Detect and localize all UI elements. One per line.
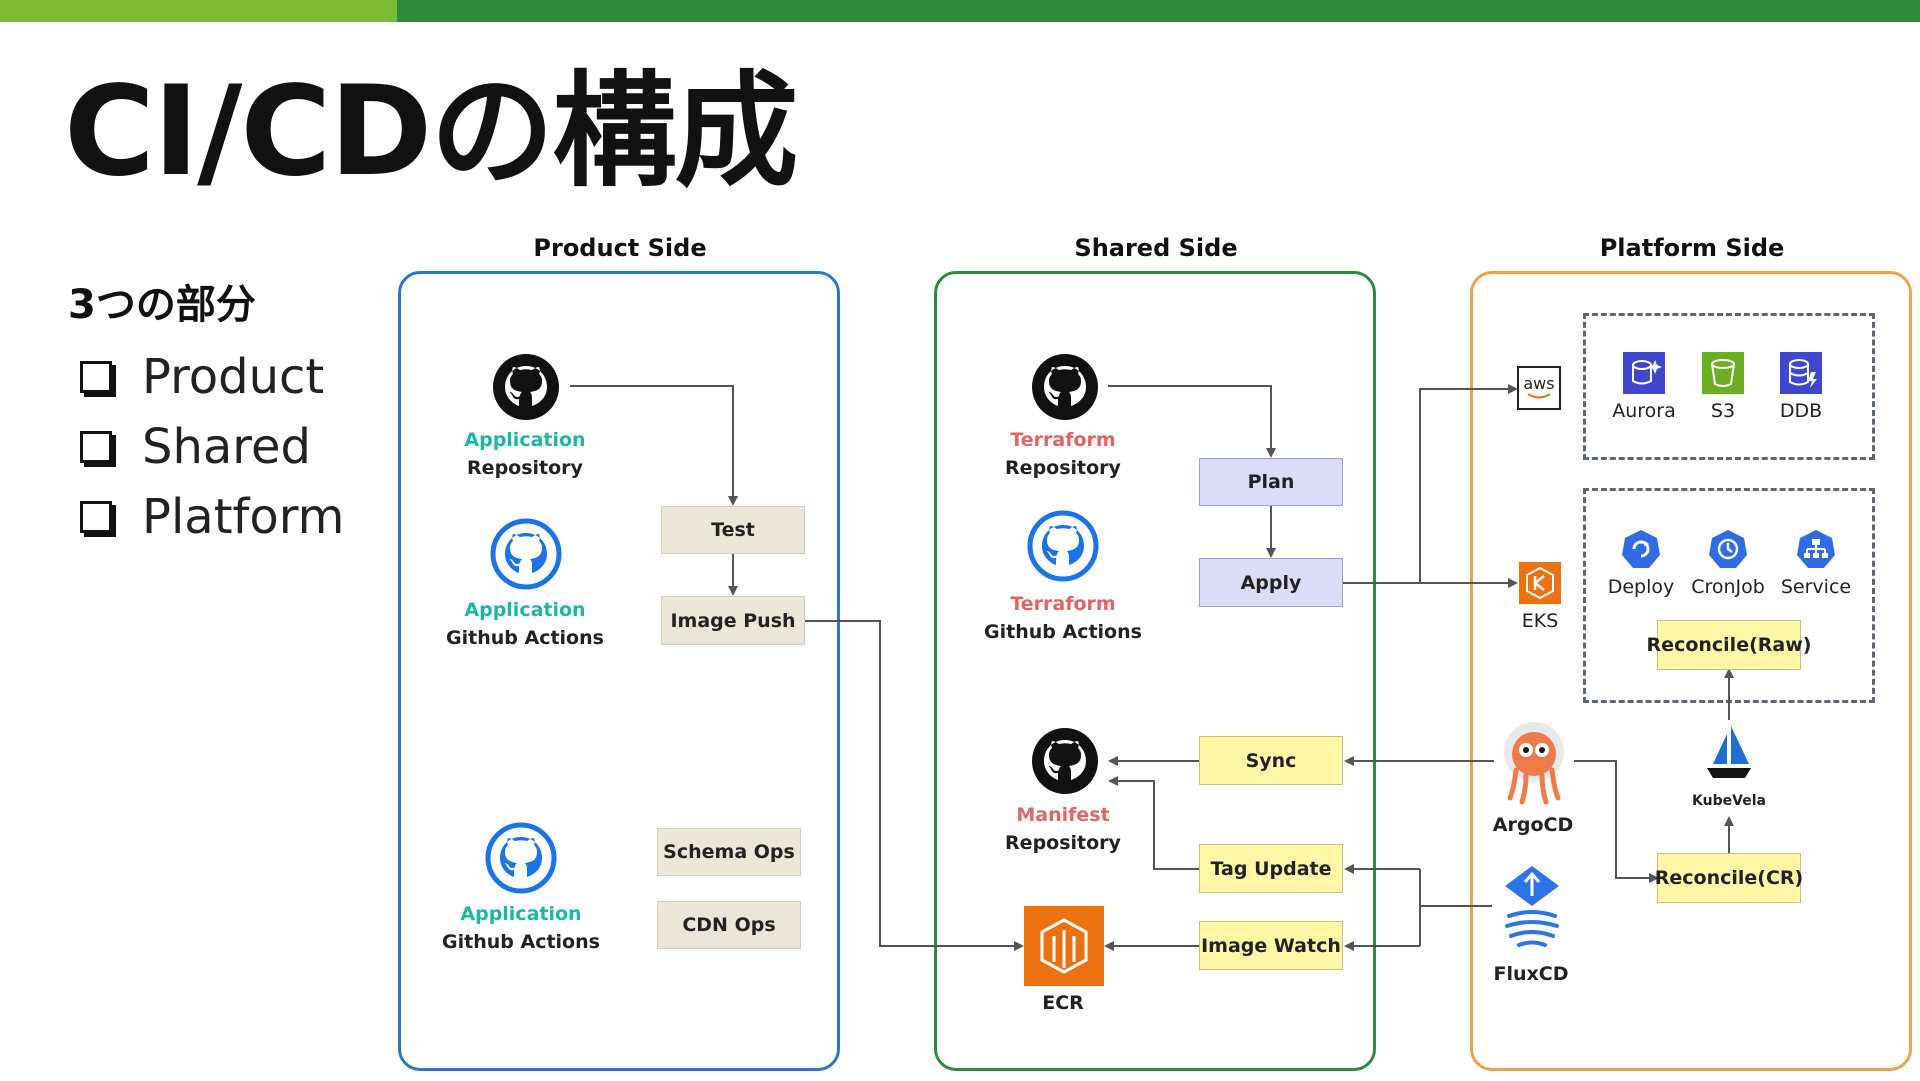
- github-actions-icon: [1027, 510, 1099, 582]
- platform-side-title: Platform Side: [1599, 234, 1785, 262]
- plan-step: Plan: [1199, 458, 1343, 506]
- bullet-item: Shared: [80, 412, 344, 482]
- app-actions2-label: Application Github Actions: [442, 903, 600, 953]
- k8s-deploy-icon: [1622, 530, 1660, 568]
- eks-icon: [1519, 562, 1561, 604]
- cdn-ops-step: CDN Ops: [657, 901, 801, 949]
- s3-label: S3: [1710, 400, 1736, 422]
- product-side-title: Product Side: [533, 234, 707, 262]
- bullet-item: Platform: [80, 482, 344, 552]
- manifest-repo-label: Manifest Repository: [1005, 804, 1121, 854]
- kubevela-label: KubeVela: [1692, 793, 1766, 809]
- dynamodb-icon: [1780, 352, 1822, 394]
- eks-label: EKS: [1521, 610, 1559, 632]
- kubevela-icon: [1707, 726, 1751, 778]
- github-icon: [1032, 728, 1098, 794]
- deploy-label: Deploy: [1607, 576, 1675, 598]
- checkbox-icon: [80, 501, 112, 533]
- bullet-item: Product: [80, 342, 344, 412]
- service-label: Service: [1780, 576, 1852, 598]
- tf-actions-label: Terraform Github Actions: [984, 593, 1142, 643]
- section-subtitle: 3つの部分: [68, 282, 256, 328]
- k8s-service-icon: [1797, 530, 1835, 568]
- fluxcd-icon: [1505, 866, 1559, 947]
- top-accent-bar-dark: [397, 0, 1920, 22]
- schema-ops-step: Schema Ops: [657, 828, 801, 876]
- page-title: CI/CDの構成: [64, 60, 798, 204]
- k8s-cronjob-icon: [1709, 530, 1747, 568]
- reconcile-raw-step: Reconcile(Raw): [1647, 620, 1811, 670]
- ecr-label: ECR: [1042, 992, 1084, 1014]
- github-actions-icon: [485, 822, 557, 894]
- s3-icon: [1702, 352, 1744, 394]
- ecr-icon: [1024, 906, 1104, 986]
- image-push-step: Image Push: [661, 596, 805, 645]
- checkbox-icon: [80, 361, 112, 393]
- tag-update-step: Tag Update: [1199, 844, 1343, 893]
- aws-services-group: [1583, 313, 1875, 460]
- aurora-icon: [1623, 352, 1665, 394]
- tf-repo-label: Terraform Repository: [1005, 429, 1121, 479]
- reconcile-cr-step: Reconcile(CR): [1655, 853, 1803, 903]
- fluxcd-label: FluxCD: [1493, 963, 1569, 985]
- app-actions-label: Application Github Actions: [446, 599, 604, 649]
- github-icon: [493, 354, 559, 420]
- top-accent-bar-light: [0, 0, 397, 22]
- bullet-list: Product Shared Platform: [80, 342, 344, 552]
- app-repo-label: Application Repository: [464, 429, 586, 479]
- cronjob-label: CronJob: [1691, 576, 1765, 598]
- shared-side-title: Shared Side: [1074, 234, 1238, 262]
- github-actions-icon: [490, 518, 562, 590]
- test-step: Test: [661, 506, 805, 554]
- checkbox-icon: [80, 431, 112, 463]
- aurora-label: Aurora: [1612, 400, 1676, 422]
- image-watch-step: Image Watch: [1199, 921, 1343, 970]
- aws-icon: aws: [1517, 366, 1561, 410]
- ddb-label: DDB: [1779, 400, 1823, 422]
- apply-step: Apply: [1199, 558, 1343, 607]
- argocd-icon: [1504, 722, 1564, 805]
- sync-step: Sync: [1199, 736, 1343, 785]
- argocd-label: ArgoCD: [1492, 814, 1574, 836]
- github-icon: [1032, 354, 1098, 420]
